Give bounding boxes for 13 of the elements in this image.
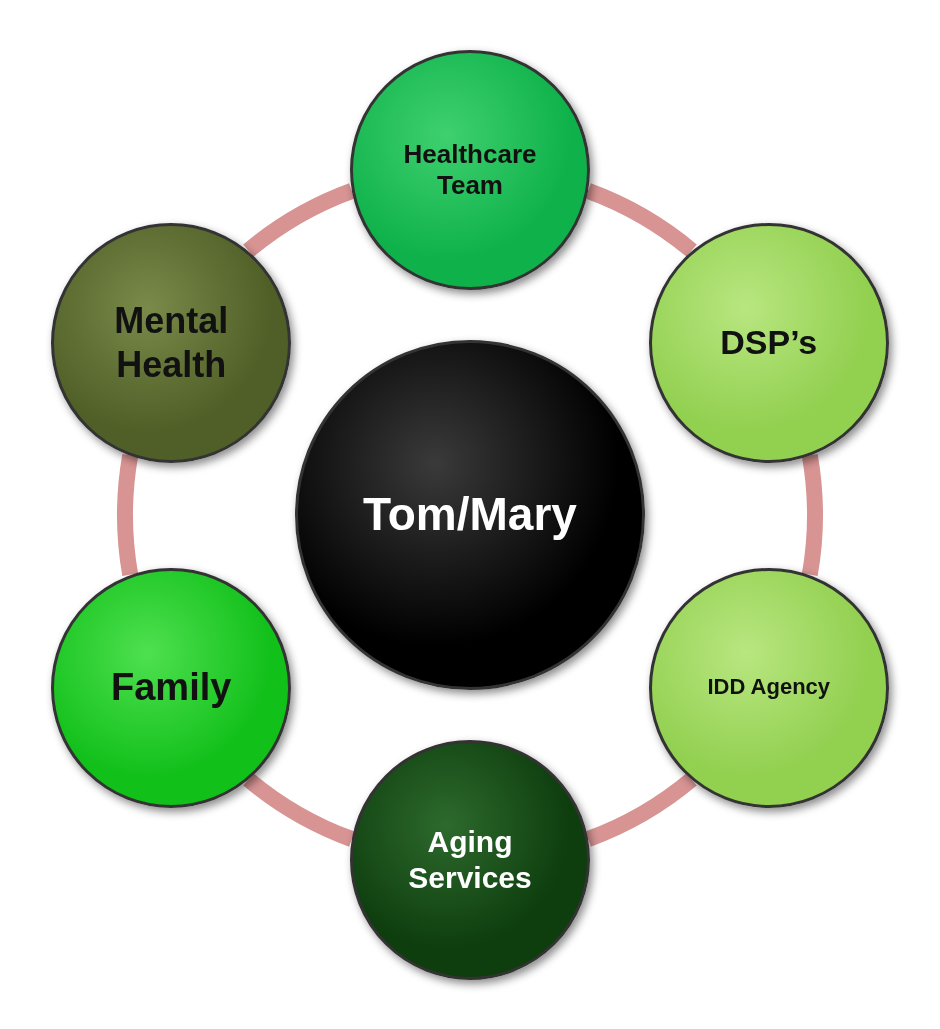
ring-connector (585, 183, 697, 257)
node-label: DSP’s (719, 322, 819, 363)
ring-connector (243, 183, 355, 257)
node-label: IDD Agency (706, 674, 832, 701)
node-label: Tom/Mary (362, 487, 578, 543)
node-label: Mental Health (113, 299, 230, 386)
ring-connector (585, 773, 697, 847)
ring-connector (117, 454, 139, 576)
ring-connector (801, 454, 823, 576)
node-label: Aging Services (407, 824, 533, 896)
node-label: Healthcare Team (402, 138, 538, 202)
ring-connector (243, 773, 355, 847)
node-label: Family (110, 664, 233, 710)
